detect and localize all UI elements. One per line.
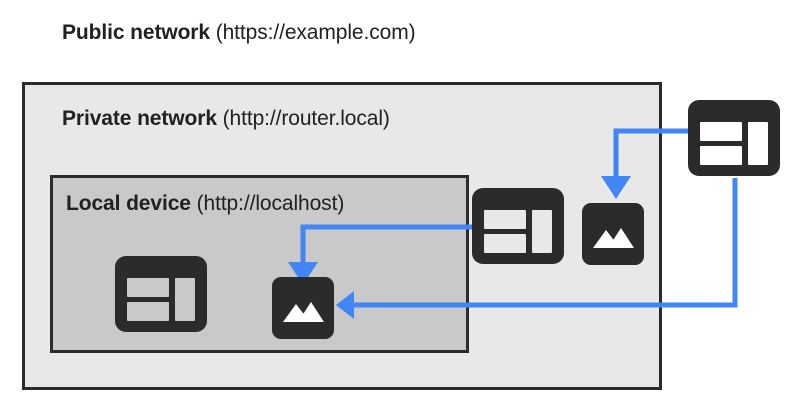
local-image-icon xyxy=(272,277,334,339)
local-device-url: (http://localhost) xyxy=(190,192,345,215)
public-network-label: Public network (https://example.com) xyxy=(62,21,416,45)
local-browser-icon xyxy=(115,256,207,332)
public-network-name: Public network xyxy=(62,21,210,44)
local-device-name: Local device xyxy=(66,192,191,215)
local-device-label: Local device (http://localhost) xyxy=(66,192,344,216)
public-browser-icon xyxy=(688,100,780,176)
private-network-name: Private network xyxy=(62,107,217,130)
private-network-url: (http://router.local) xyxy=(216,107,390,130)
router-image-icon xyxy=(582,203,644,265)
public-network-url: (https://example.com) xyxy=(209,21,416,44)
router-browser-icon xyxy=(472,188,564,264)
private-network-label: Private network (http://router.local) xyxy=(62,107,390,131)
